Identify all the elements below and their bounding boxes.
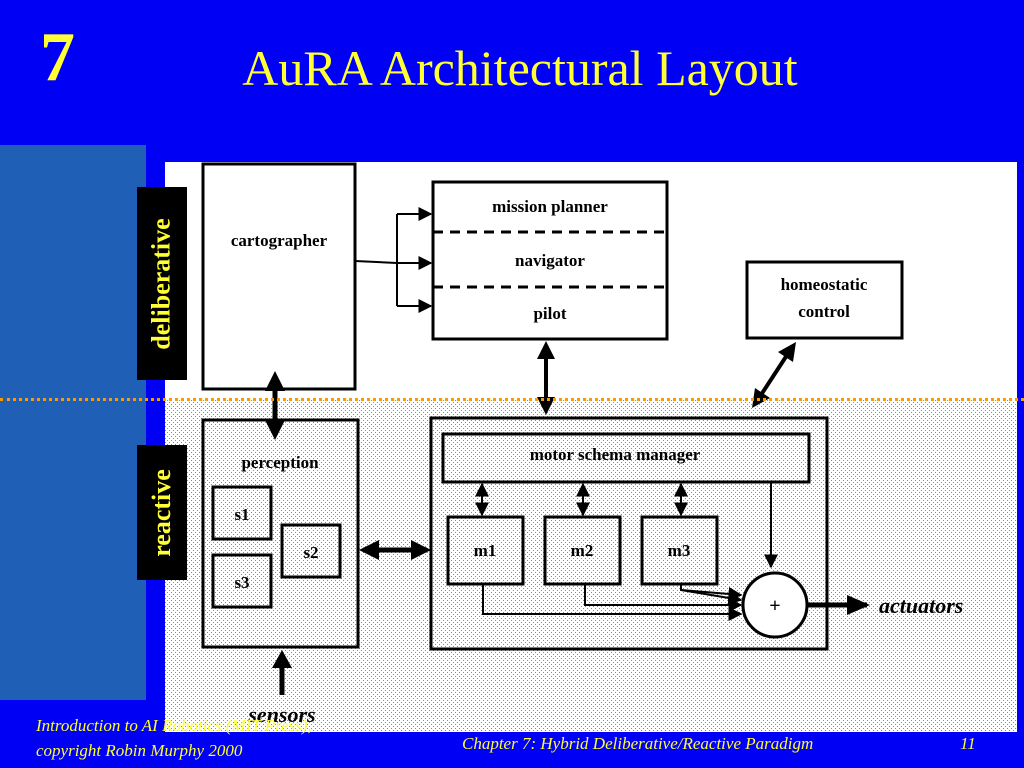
- cartographer-perception-head-bottom: [265, 420, 285, 440]
- footer-book-title: Introduction to AI Robotics (MIT Press),: [36, 716, 312, 735]
- planner-stack-box: [431, 180, 669, 341]
- homeostatic-motor-head-top: [778, 342, 796, 362]
- architecture-diagram: cartographer mission planner navigator p…: [165, 162, 1017, 732]
- m2-to-sum-line: [584, 584, 743, 612]
- slide-title: AuRA Architectural Layout: [242, 40, 798, 96]
- footer-chapter: Chapter 7: Hybrid Deliberative/Reactive …: [462, 734, 814, 753]
- m3-box: [640, 515, 719, 586]
- m1-to-sum-line: [482, 584, 743, 621]
- motor-assembly-box: [429, 416, 829, 651]
- reactive-text: reactive: [147, 468, 177, 557]
- pilot-manager-head-bottom: [537, 397, 555, 415]
- motor-schema-manager-box: [441, 432, 811, 484]
- perception-motor-head-left: [359, 540, 379, 560]
- homeostatic-label-line2: control: [798, 302, 850, 321]
- cartographer-perception-head-top: [265, 371, 285, 391]
- pilot-manager-head-top: [537, 341, 555, 359]
- deliberative-band-label: deliberative: [137, 187, 187, 380]
- actuators-label: actuators: [879, 593, 963, 618]
- s2-label: s2: [303, 543, 318, 562]
- m1-box: [446, 515, 525, 586]
- summation-symbol: +: [769, 595, 780, 617]
- motor-schema-manager-label: motor schema manager: [530, 445, 701, 464]
- cartographer-to-planner-line: [354, 260, 398, 264]
- perception-label: perception: [241, 453, 319, 472]
- mission-planner-label: mission planner: [492, 197, 608, 216]
- sensors-label: sensors: [247, 702, 315, 727]
- homeostatic-label-line1: homeostatic: [781, 275, 868, 294]
- m3-to-sum-line-b: [680, 589, 743, 605]
- cartographer-label: cartographer: [231, 231, 328, 250]
- s3-label: s3: [234, 573, 249, 592]
- actuators-arrowhead: [847, 595, 870, 615]
- s1-box: [211, 485, 273, 541]
- footer-copyright: copyright Robin Murphy 2000: [36, 741, 243, 760]
- sensors-arrowhead: [272, 650, 292, 668]
- s2-box: [280, 523, 342, 579]
- m3-label: m3: [668, 541, 691, 560]
- deliberative-reactive-separator: [0, 398, 1024, 401]
- deliberative-text: deliberative: [147, 217, 177, 350]
- left-sidebar-bar: [0, 145, 146, 700]
- navigator-label: navigator: [515, 251, 585, 270]
- m2-label: m2: [571, 541, 594, 560]
- slide-number: 7: [40, 19, 75, 96]
- m2-box: [543, 515, 622, 586]
- reactive-band-label: reactive: [137, 445, 187, 580]
- s1-label: s1: [234, 505, 249, 524]
- footer-page-number: 11: [960, 734, 976, 753]
- s3-box: [211, 553, 273, 609]
- m1-label: m1: [474, 541, 497, 560]
- perception-motor-head-right: [411, 540, 431, 560]
- homeostatic-control-box: [745, 260, 904, 340]
- homeostatic-motor-arrow: [757, 350, 791, 400]
- pilot-label: pilot: [533, 304, 566, 323]
- cartographer-box: [201, 162, 357, 391]
